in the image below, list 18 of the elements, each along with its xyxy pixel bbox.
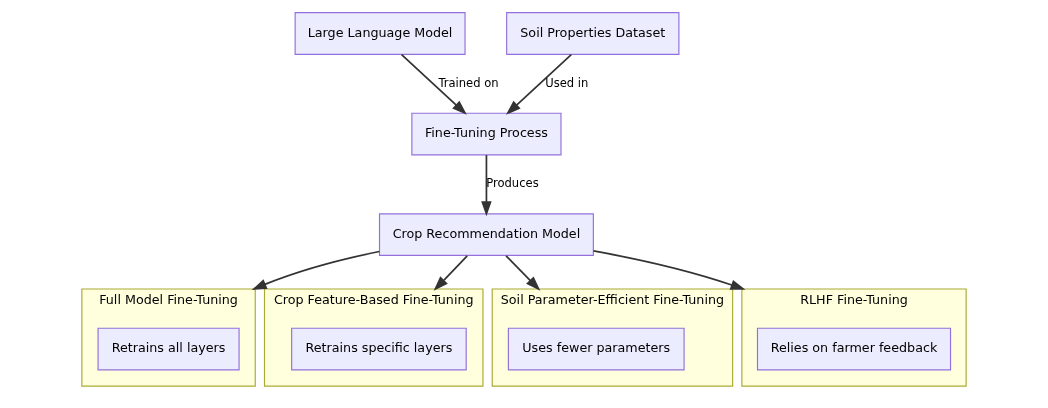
arrow bbox=[505, 254, 541, 291]
node-box: Relies on farmer feedback bbox=[756, 327, 952, 371]
node-box: Retrains specific layers bbox=[291, 327, 467, 371]
arrow bbox=[251, 250, 381, 290]
arrow bbox=[506, 53, 573, 115]
arrow bbox=[481, 154, 492, 217]
arrow bbox=[592, 250, 746, 290]
node-box: Retrains all layers bbox=[97, 327, 240, 371]
arrow bbox=[433, 254, 469, 291]
node-box: Soil Properties Dataset bbox=[506, 12, 680, 55]
edge-label: Used in bbox=[545, 75, 589, 90]
node-box: Uses fewer parameters bbox=[507, 327, 685, 371]
node-box: Fine-Tuning Process bbox=[411, 112, 562, 156]
node-box: Crop Recommendation Model bbox=[378, 213, 594, 256]
arrow bbox=[400, 53, 467, 115]
edge-label: Trained on bbox=[438, 75, 499, 90]
node-box: Large Language Model bbox=[294, 12, 466, 55]
edge-label: Produces bbox=[486, 176, 539, 191]
